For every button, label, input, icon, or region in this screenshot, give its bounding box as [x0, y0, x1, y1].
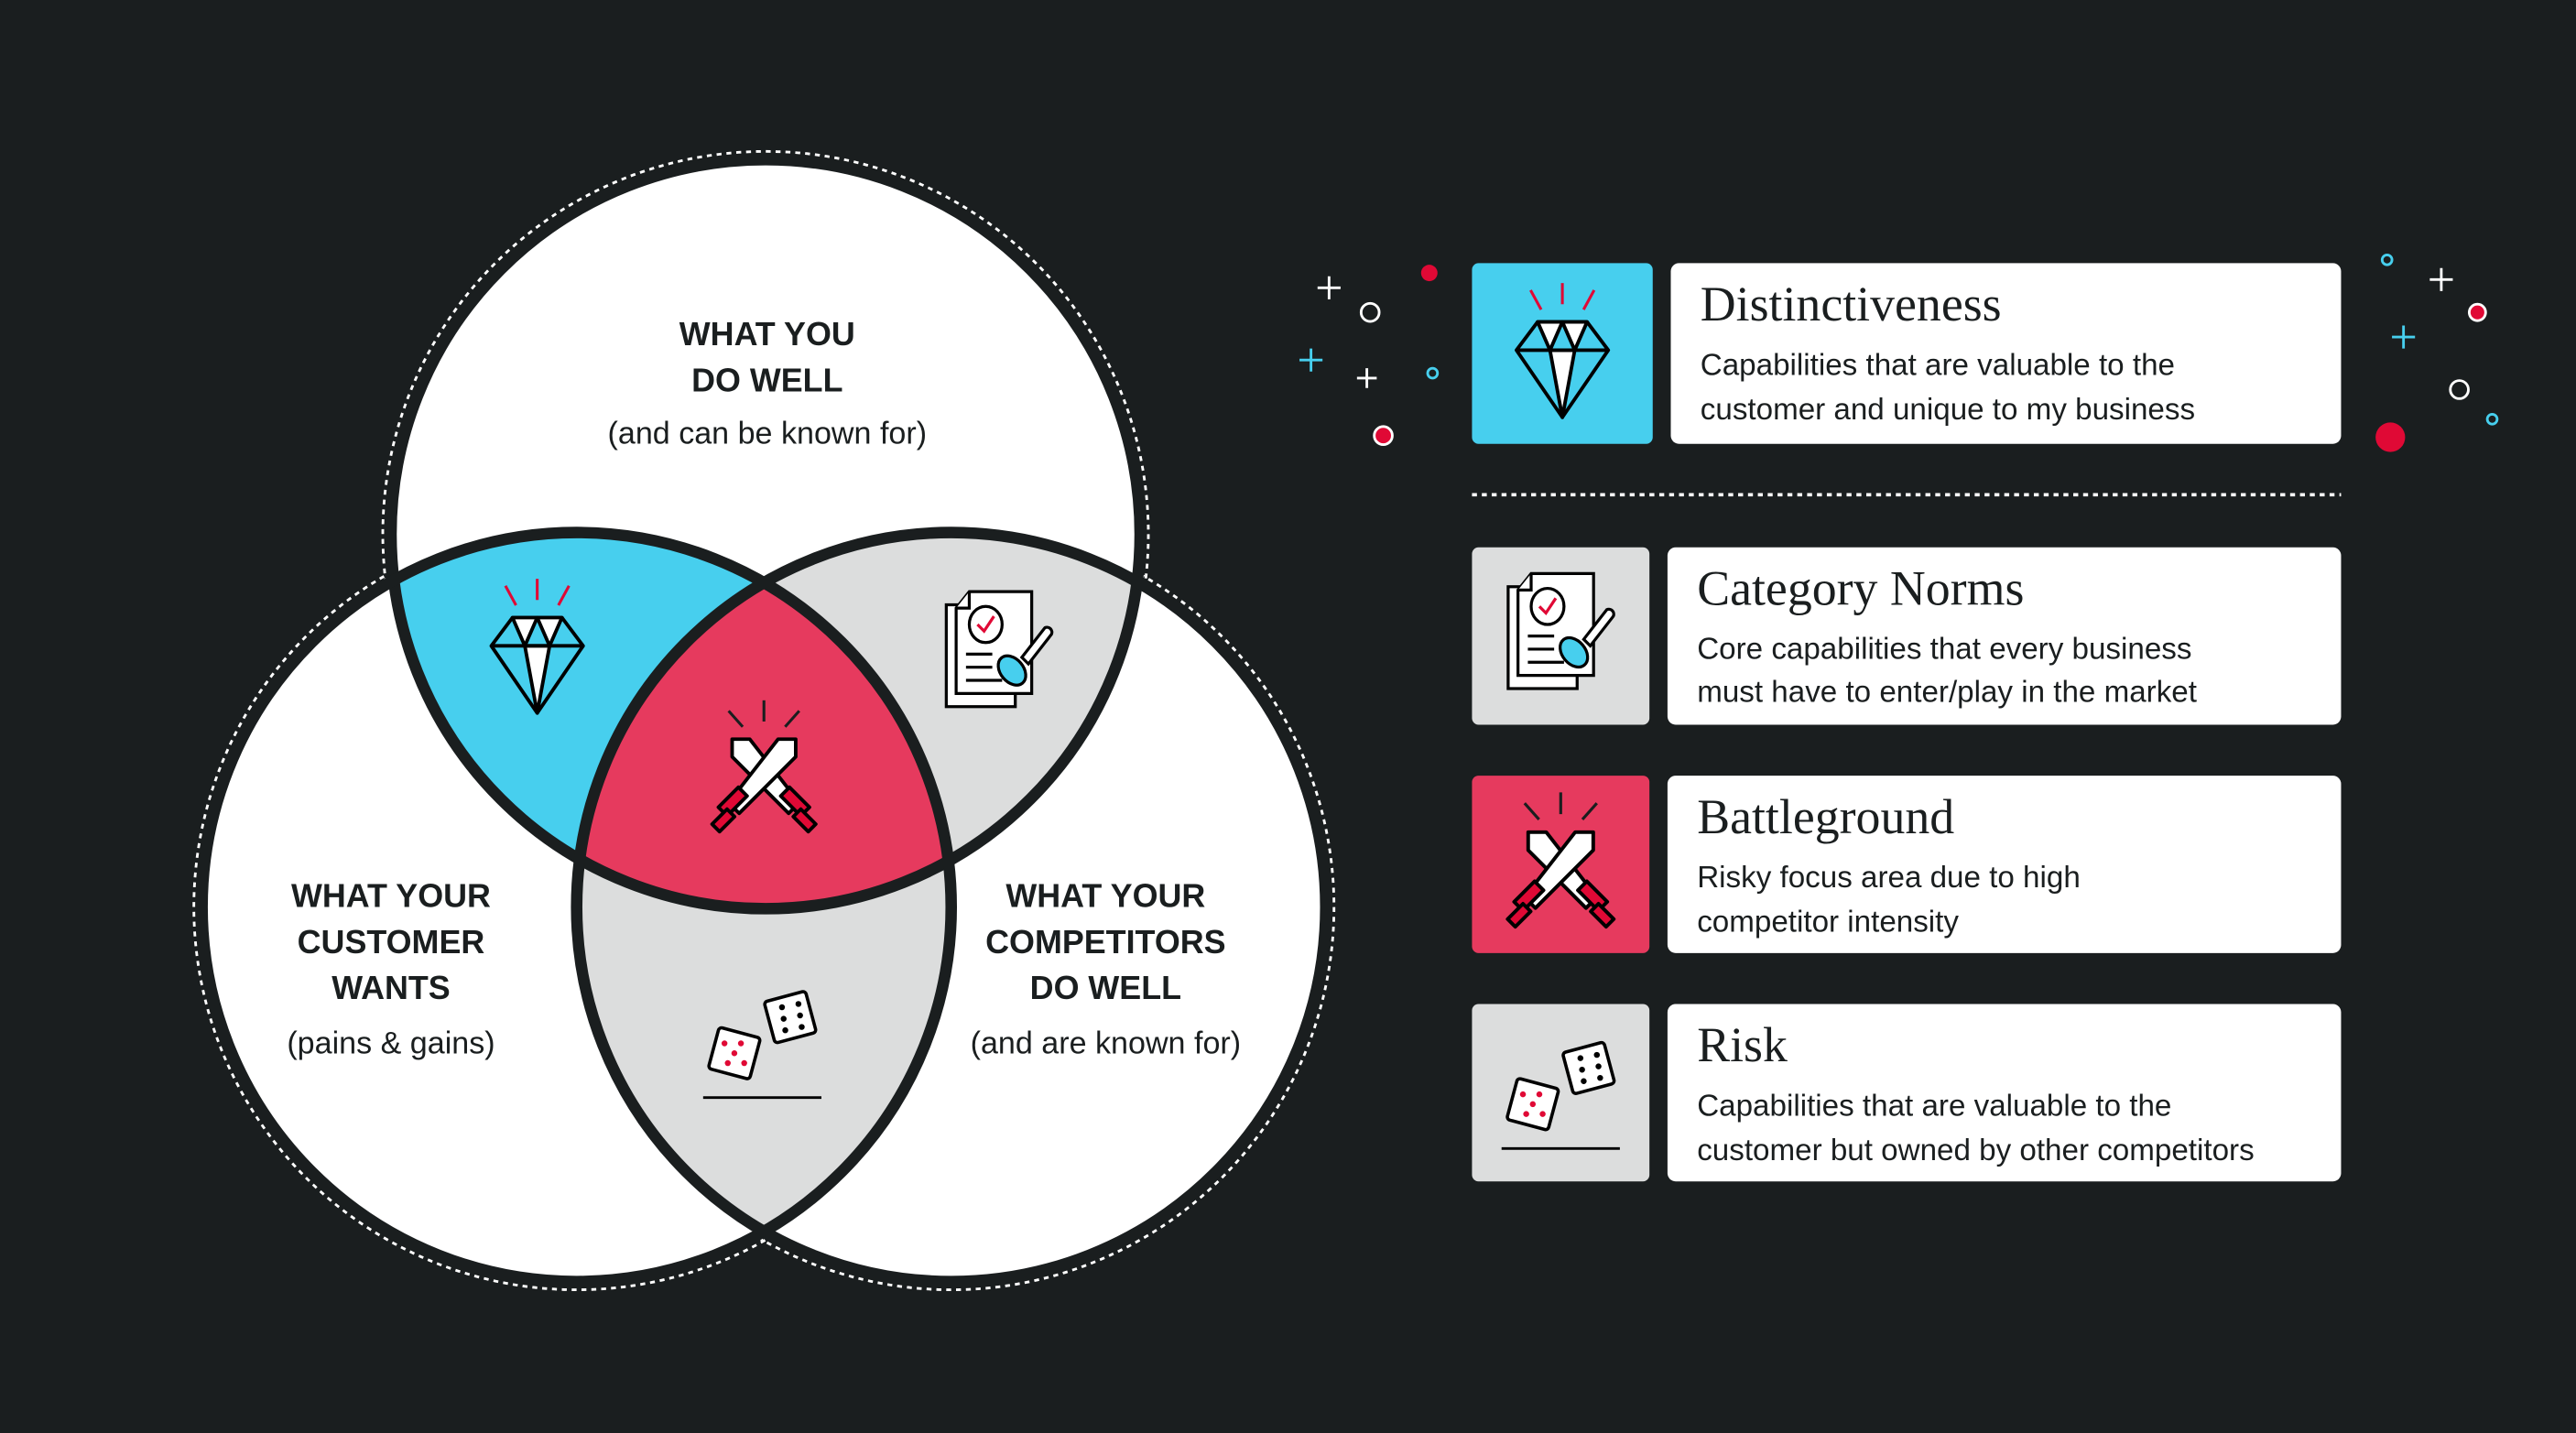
- label-customer-line1: WHAT YOUR: [291, 878, 491, 915]
- legend-item-battleground: Battleground Risky focus area due to hig…: [1472, 776, 2342, 953]
- label-you-do-well-line1: WHAT YOU: [679, 316, 855, 353]
- legend-desc-line1: Capabilities that are valuable to the: [1697, 1089, 2171, 1123]
- label-competitors-line1: WHAT YOUR: [1005, 878, 1205, 915]
- label-competitors-line3: DO WELL: [1030, 970, 1181, 1006]
- legend-desc-line2: customer and unique to my business: [1701, 393, 2195, 427]
- label-competitors-line2: COMPETITORS: [985, 924, 1225, 961]
- legend-item-distinctiveness: Distinctiveness Capabilities that are va…: [1472, 263, 2342, 444]
- legend-item-category-norms: Category Norms Core capabilities that ev…: [1472, 547, 2342, 725]
- label-competitors-sub: (and are known for): [971, 1026, 1242, 1060]
- legend-desc-line1: Risky focus area due to high: [1697, 861, 2081, 895]
- legend-desc-line1: Core capabilities that every business: [1697, 633, 2191, 667]
- legend-title: Distinctiveness: [1701, 277, 2002, 331]
- label-customer-line2: CUSTOMER: [298, 924, 485, 961]
- legend-title: Risk: [1697, 1017, 1788, 1072]
- legend-desc-line2: competitor intensity: [1697, 906, 1959, 939]
- legend-desc-line1: Capabilities that are valuable to the: [1701, 348, 2175, 382]
- label-customer-sub: (pains & gains): [287, 1026, 495, 1060]
- label-you-do-well-line2: DO WELL: [691, 362, 842, 398]
- legend-desc-line2: must have to enter/play in the market: [1697, 675, 2197, 709]
- legend-desc-line2: customer but owned by other competitors: [1697, 1134, 2254, 1167]
- legend-title: Category Norms: [1697, 561, 2024, 616]
- decorative-sparkles: [1299, 253, 2499, 452]
- legend-item-risk: Risk Capabilities that are valuable to t…: [1472, 1004, 2342, 1182]
- label-customer-line3: WANTS: [332, 970, 451, 1006]
- label-you-do-well-sub: (and can be known for): [608, 417, 928, 451]
- legend-title: Battleground: [1697, 789, 1954, 844]
